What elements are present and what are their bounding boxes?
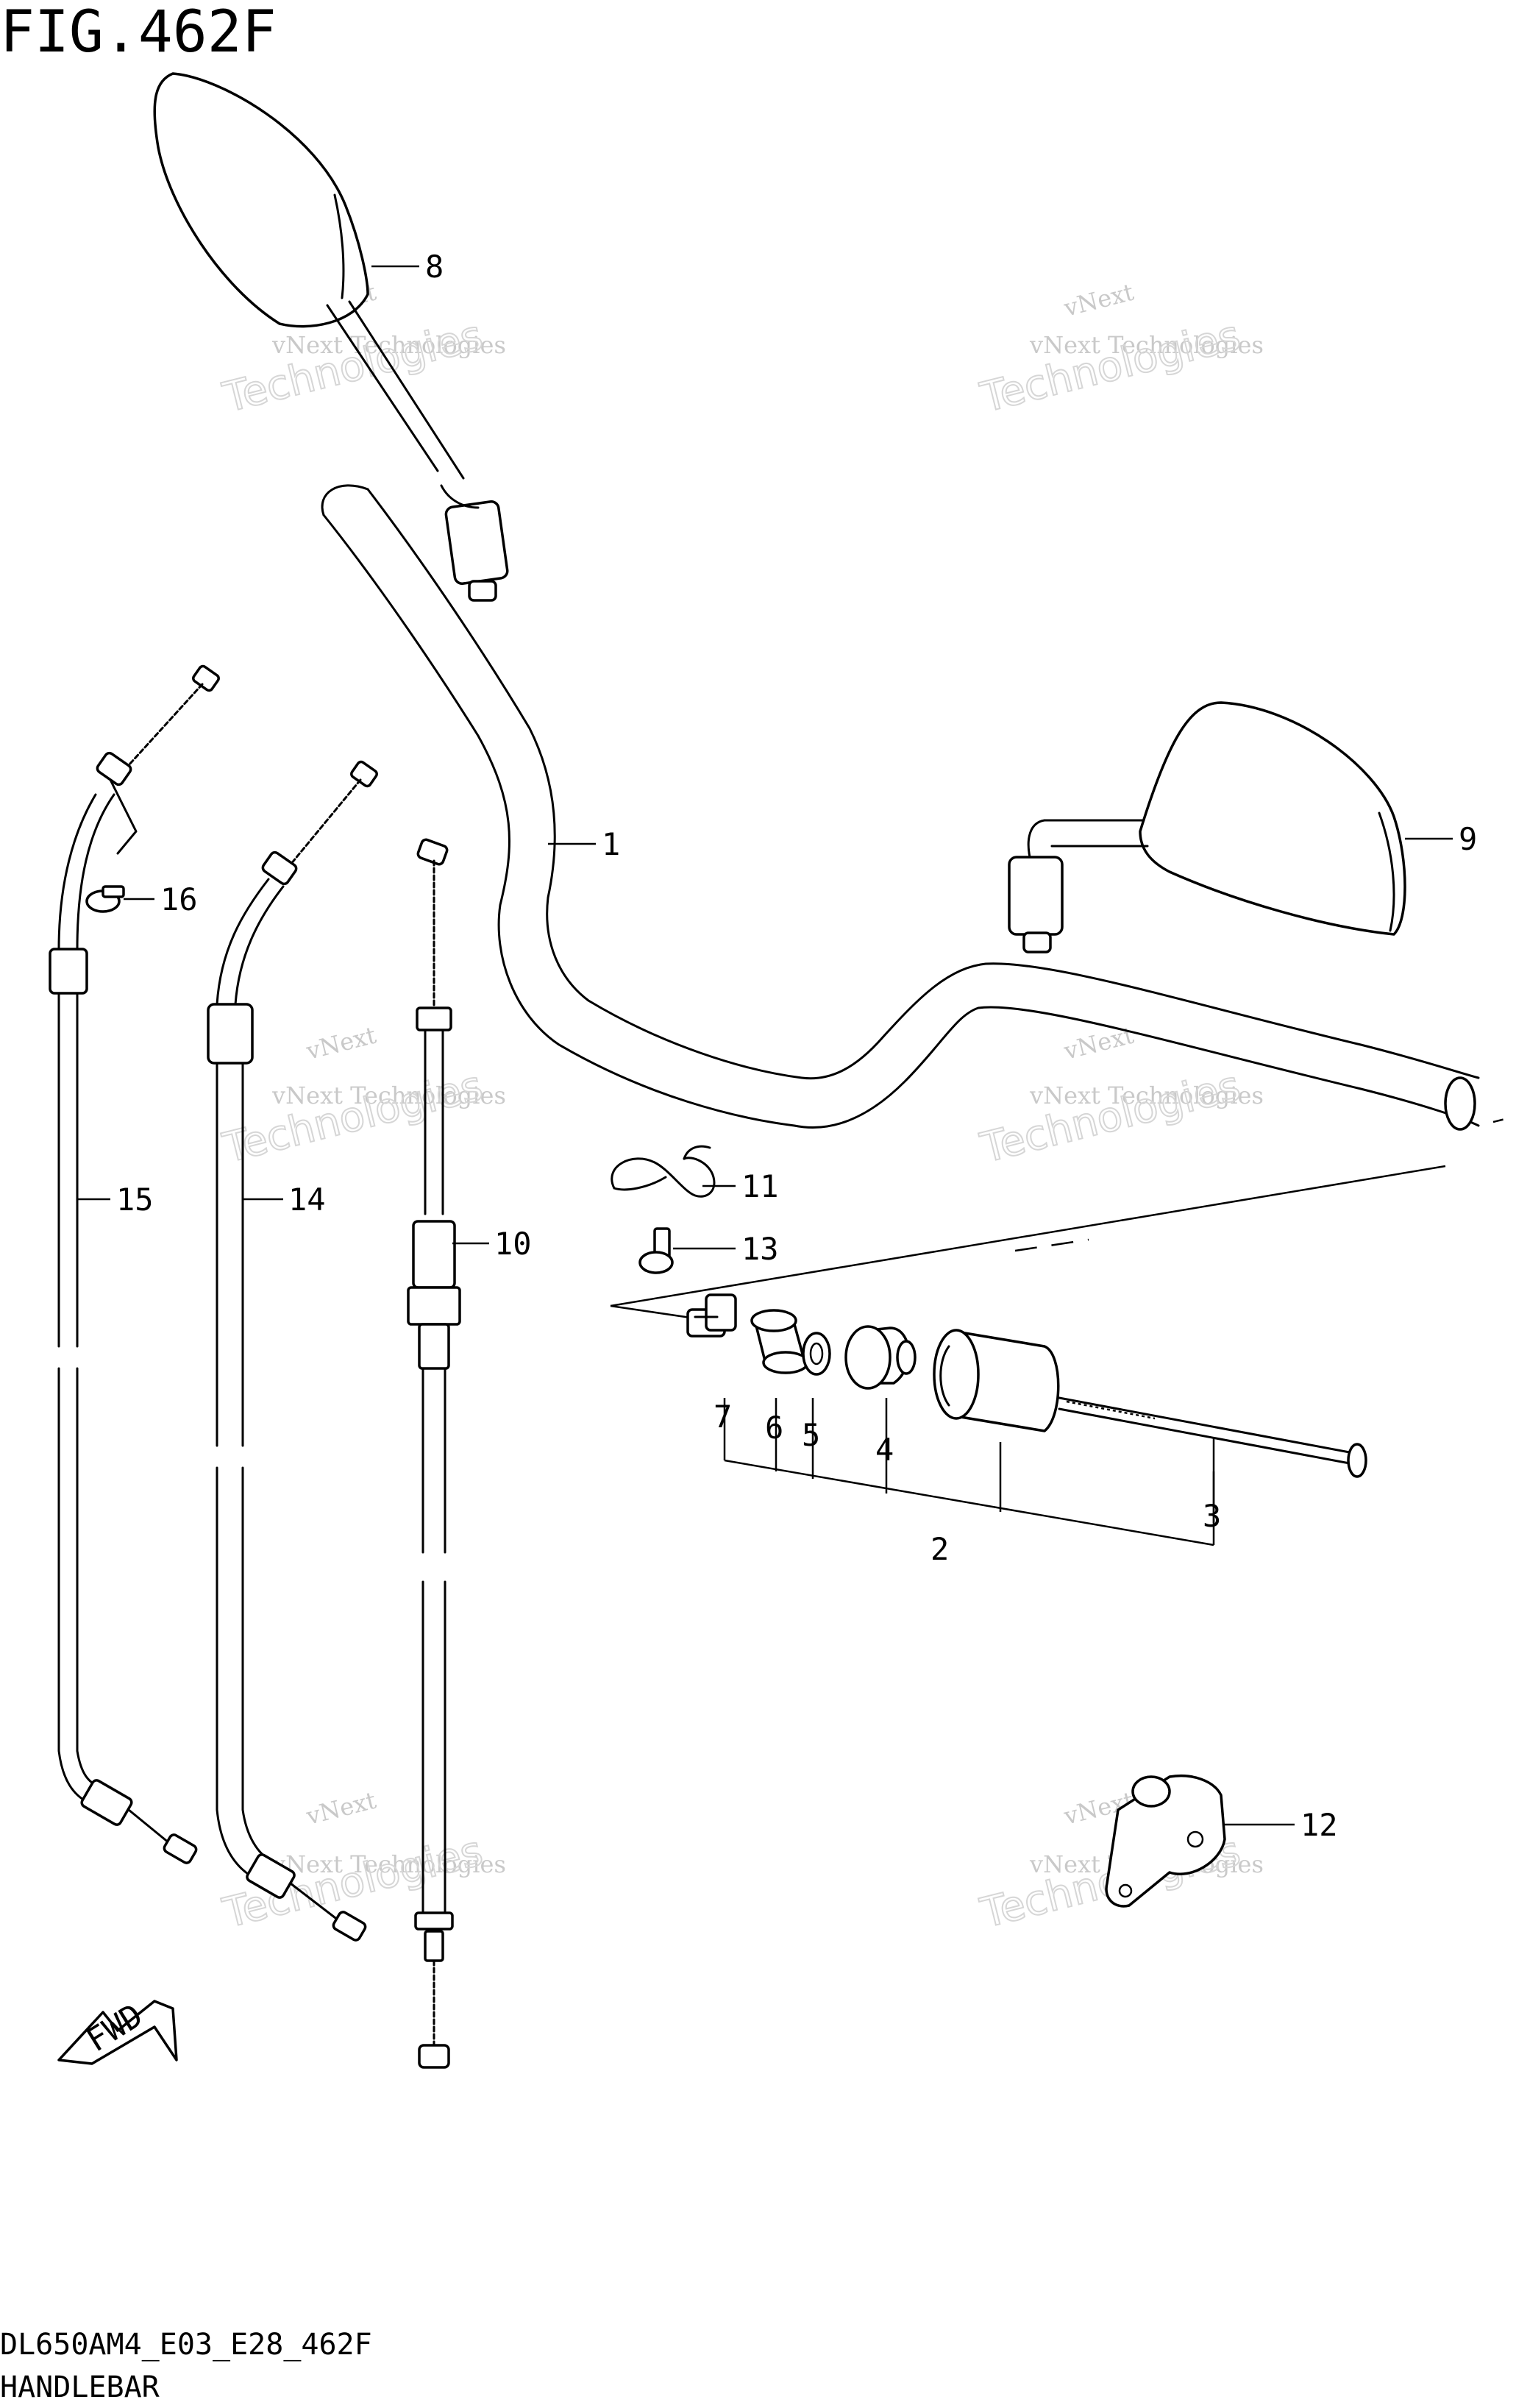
callout-13[interactable]: 13	[741, 1231, 779, 1267]
callout-3[interactable]: 3	[1203, 1498, 1221, 1534]
callout-1[interactable]: 1	[602, 826, 620, 862]
right-mirror[interactable]	[1008, 701, 1406, 953]
watermark-top-right: vNext vNext Technologies Technologies	[975, 278, 1264, 423]
section-name: HANDLEBAR	[0, 2370, 160, 2404]
figure-title: FIG.462F	[0, 0, 277, 65]
model-code: DL650AM4_E03_E28_462F	[0, 2328, 372, 2362]
watermark-line1: vNext	[303, 1786, 379, 1830]
assembly-bracket	[723, 1398, 1215, 1546]
throttle-cable-14[interactable]	[207, 760, 378, 1942]
screw[interactable]	[85, 885, 125, 913]
weight-bolt[interactable]	[686, 1293, 737, 1338]
watermark-line2: vNext Technologies	[1029, 1082, 1264, 1109]
bracket[interactable]	[1105, 1775, 1226, 1908]
watermark-line1: vNext	[1061, 1021, 1136, 1065]
callout-10[interactable]: 10	[494, 1226, 532, 1262]
watermark-line2: vNext Technologies	[271, 1082, 506, 1109]
callout-14[interactable]: 14	[288, 1182, 326, 1218]
left-mirror[interactable]	[153, 72, 509, 602]
explode-guide-dash	[1014, 1238, 1089, 1252]
handlebar-balancer[interactable]	[933, 1329, 1060, 1432]
watermark-mid-right: vNext vNext Technologies Technologies	[975, 1021, 1264, 1173]
handlebar[interactable]	[321, 484, 1509, 1131]
callout-15[interactable]: 15	[116, 1182, 154, 1218]
watermark-mid-left: vNext vNext Technologies Technologies	[218, 1021, 506, 1173]
long-screw[interactable]	[1058, 1396, 1367, 1478]
explode-guide-top	[610, 1165, 1446, 1307]
callout-12[interactable]: 12	[1300, 1807, 1338, 1843]
callout-9[interactable]: 9	[1459, 821, 1477, 857]
callout-6[interactable]: 6	[765, 1410, 783, 1446]
watermark-line2: vNext Technologies	[271, 1850, 506, 1878]
forward-arrow: FWD	[57, 1997, 178, 2065]
spacer[interactable]	[750, 1309, 809, 1374]
callouts: 8 9 1 11 13 10 14 15 16 12 7 6 5 4 3 2	[77, 249, 1477, 1843]
callout-2[interactable]: 2	[930, 1531, 949, 1567]
throttle-cable-15[interactable]	[49, 664, 220, 1865]
cushion[interactable]	[844, 1325, 917, 1390]
watermark-line2: vNext Technologies	[271, 331, 506, 359]
clutch-cable[interactable]	[407, 838, 461, 2069]
callout-8[interactable]: 8	[425, 249, 444, 285]
watermark-line3: Technologies	[976, 1062, 1245, 1172]
washer-hole	[809, 1342, 824, 1365]
watermark-line2: vNext Technologies	[1029, 331, 1264, 359]
callout-11[interactable]: 11	[741, 1168, 779, 1204]
watermark-line3: Technologies	[218, 1062, 488, 1172]
washer[interactable]	[802, 1332, 831, 1376]
callout-16[interactable]: 16	[160, 881, 198, 917]
bolt[interactable]	[638, 1227, 674, 1274]
watermark-line1: vNext	[303, 1021, 379, 1065]
watermark-line3: Technologies	[976, 311, 1245, 422]
callout-4[interactable]: 4	[875, 1432, 894, 1468]
watermark-line1: vNext	[1061, 278, 1136, 322]
watermark-line3: Technologies	[218, 311, 488, 422]
callout-7[interactable]: 7	[713, 1399, 732, 1435]
callout-5[interactable]: 5	[802, 1417, 820, 1453]
clip[interactable]	[611, 1145, 716, 1198]
